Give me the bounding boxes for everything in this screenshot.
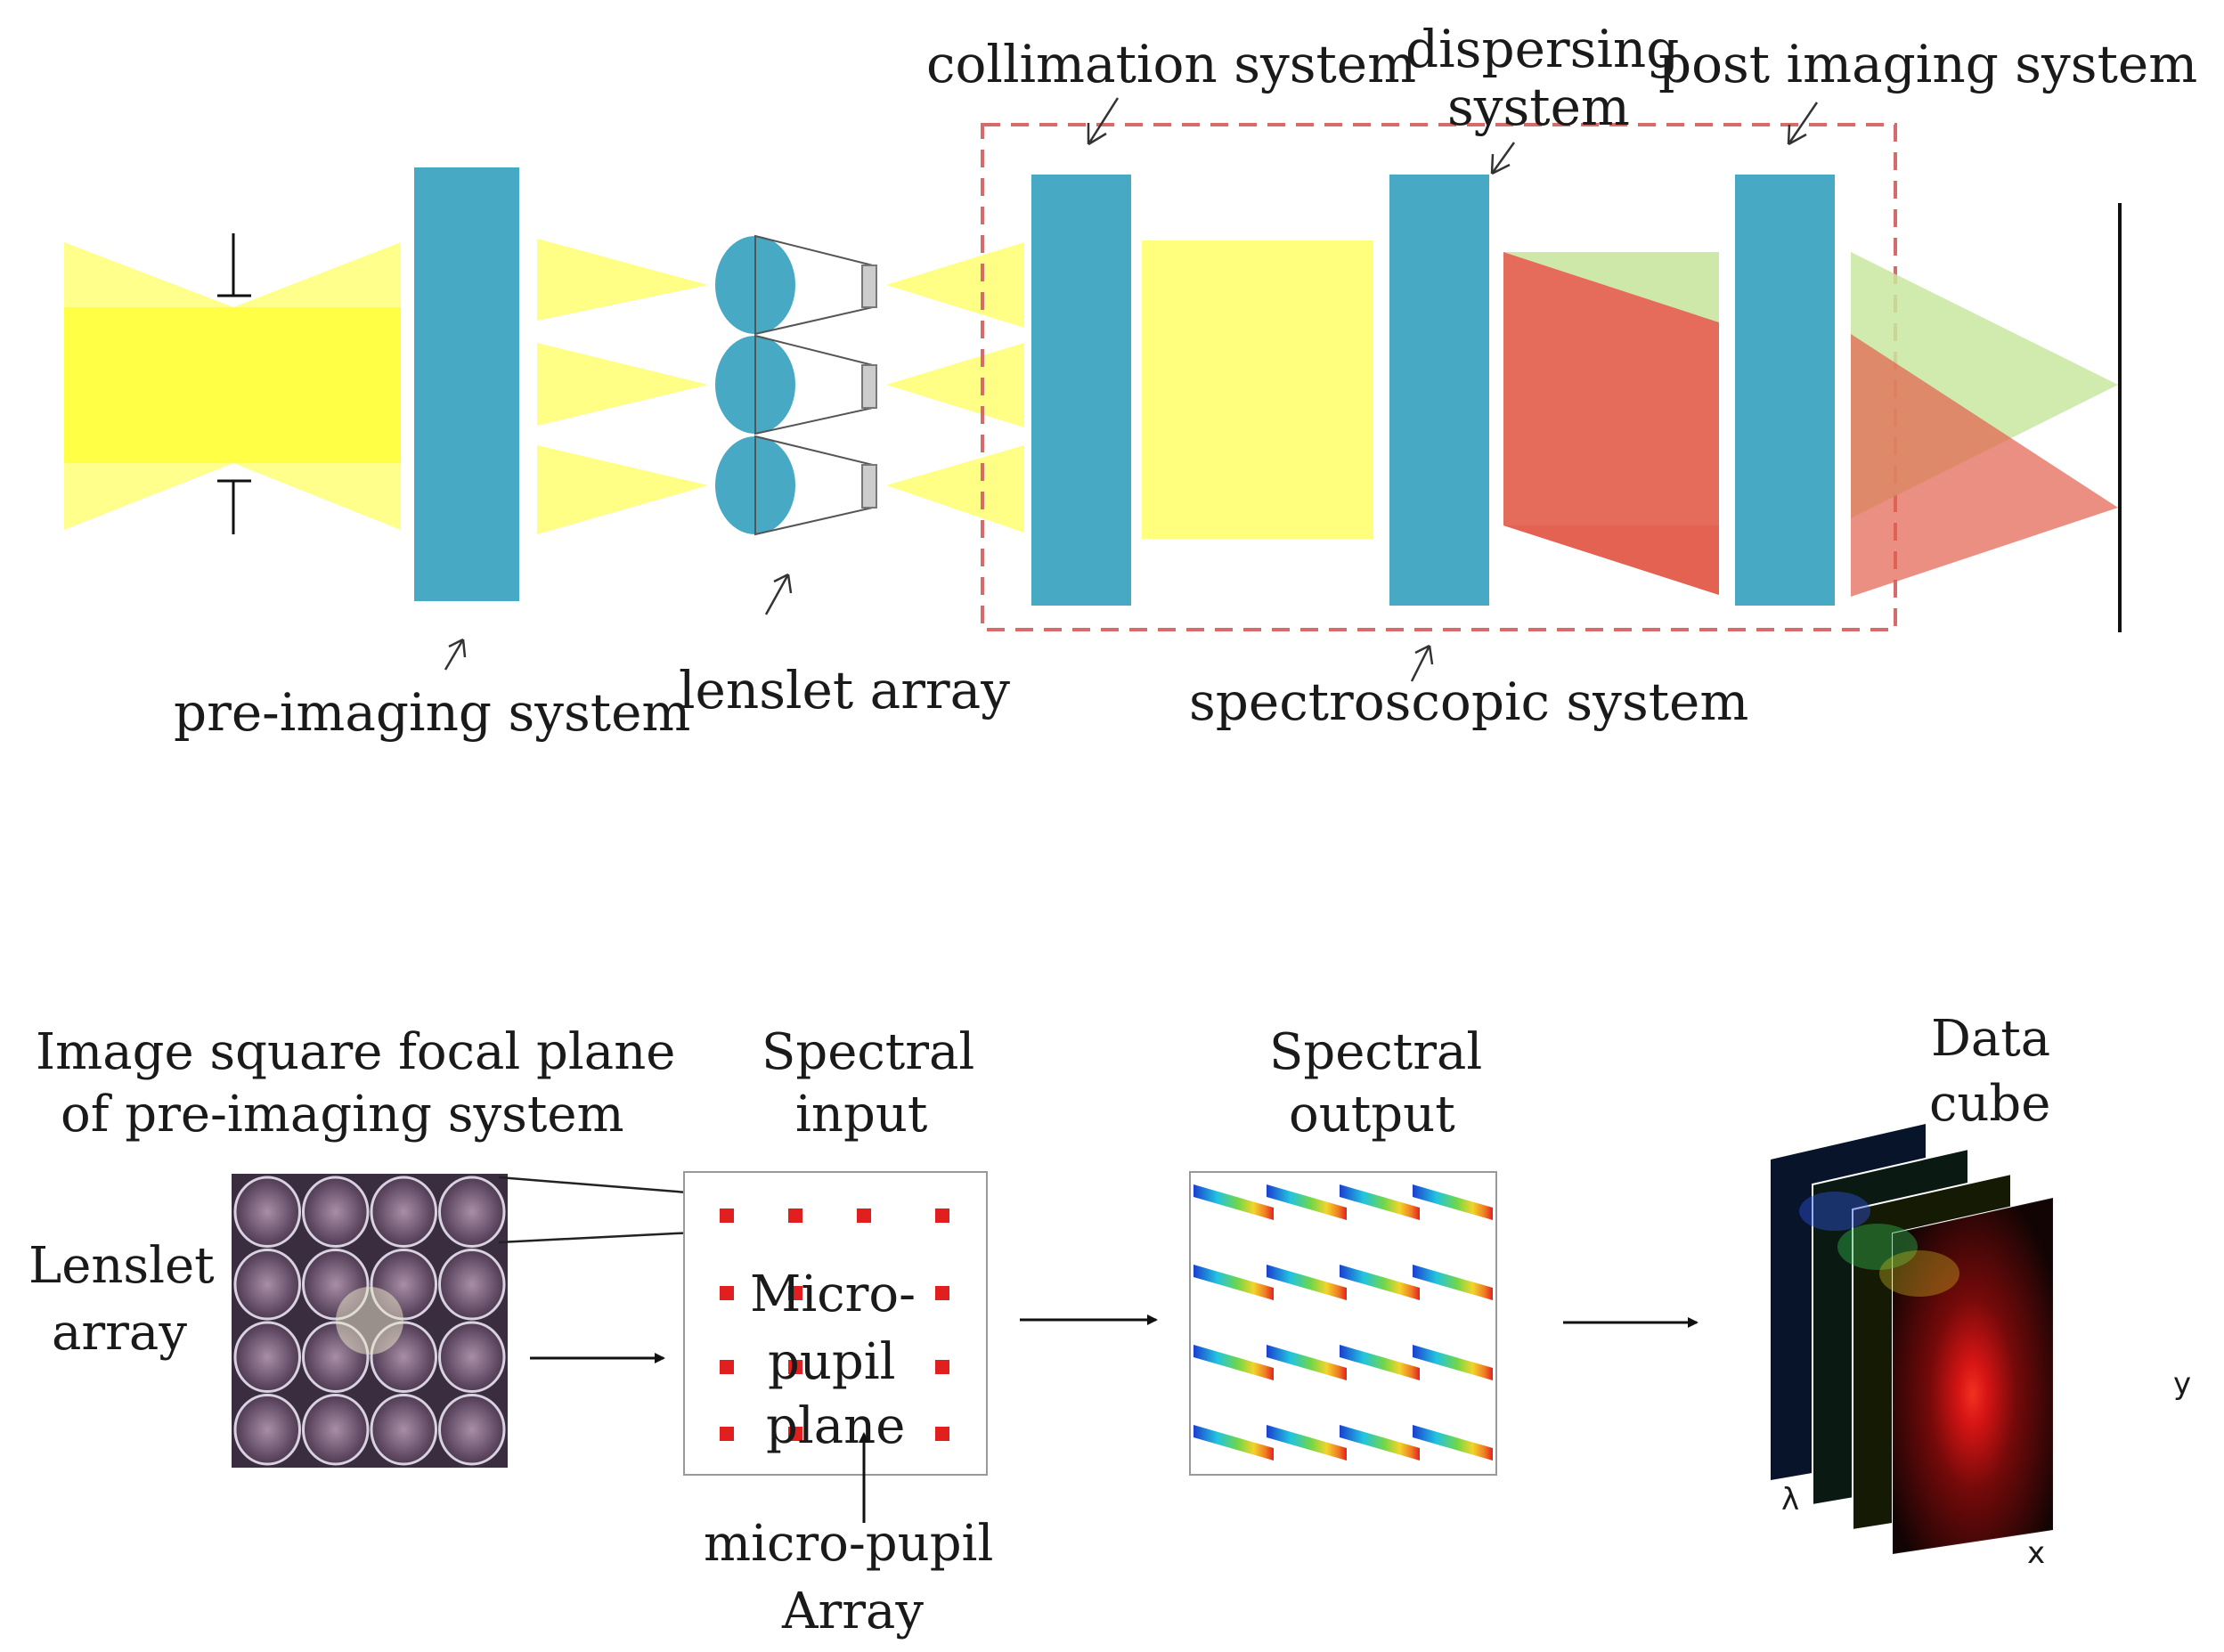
dispersed-beams [1503, 252, 1719, 595]
collimation-block [1031, 175, 1131, 606]
post-imaging-block [1735, 175, 1835, 606]
label-plane: plane [766, 1397, 905, 1455]
data-cube-image [1771, 1124, 2054, 1556]
lenslet-cell [438, 1176, 506, 1248]
pointer-arrows-top [444, 97, 1819, 682]
spectrum-stripe [1413, 1265, 1493, 1300]
axis-label-y: y [2173, 1366, 2191, 1402]
spectrum-stripe [1340, 1345, 1420, 1380]
label-focal-plane-1: Image square focal plane [36, 1023, 675, 1081]
lenslet-cell [438, 1249, 506, 1321]
label-micro: Micro- [750, 1265, 916, 1323]
axis-label-x: x [2027, 1535, 2045, 1571]
label-data-cube-2: cube [1929, 1075, 2050, 1133]
micro-pupil-dots [720, 1208, 949, 1441]
label-micro-array-2: Array [781, 1583, 924, 1640]
spectrum-stripe [1413, 1184, 1493, 1220]
lenslet-output-beams [886, 242, 1024, 533]
lenslet-cell [302, 1394, 370, 1466]
lenslet-cell [370, 1394, 437, 1466]
label-spectroscopic: spectroscopic system [1189, 671, 1748, 732]
collimated-beam [1142, 240, 1373, 539]
pre-imaging-block [414, 167, 519, 601]
spectrum-stripe [1267, 1425, 1347, 1461]
lenslet-array-icon [715, 234, 877, 536]
spectrum-stripe [1413, 1425, 1493, 1461]
axis-label-lambda: λ [1781, 1482, 1799, 1518]
spectrum-stripe [1193, 1184, 1274, 1220]
spectral-stripes [1193, 1184, 1493, 1461]
label-spectral-input-2: input [795, 1086, 928, 1143]
input-beam [64, 242, 401, 530]
spectrum-stripe [1193, 1345, 1274, 1380]
dispersing-block [1389, 175, 1489, 606]
label-spectral-output-1: Spectral [1269, 1023, 1482, 1081]
spectrum-stripe [1267, 1345, 1347, 1380]
label-lenslet-2: array [52, 1304, 187, 1362]
spectrum-stripe [1193, 1265, 1274, 1300]
label-spectral-input-1: Spectral [762, 1023, 974, 1081]
label-focal-plane-2: of pre-imaging system [61, 1086, 624, 1143]
lenslet-grid-image [232, 1174, 508, 1468]
label-micro-array-1: micro-pupil [704, 1515, 993, 1573]
label-pupil: pupil [768, 1333, 896, 1391]
spectrum-stripe [1413, 1345, 1493, 1380]
lenslet-cell [233, 1321, 301, 1393]
label-post-imaging: post imaging system [1658, 34, 2197, 94]
spectroscopic-system-frame [981, 123, 1897, 631]
lenslet-cell [233, 1394, 301, 1466]
spectrum-stripe [1340, 1425, 1420, 1461]
spectrum-stripe [1267, 1184, 1347, 1220]
lenslet-cell [233, 1249, 301, 1321]
label-lenslet-array: lenslet array [679, 660, 1010, 720]
spectrum-stripe [1340, 1265, 1420, 1300]
spectrum-stripe [1267, 1265, 1347, 1300]
label-data-cube-1: Data [1931, 1010, 2050, 1068]
lenslet-cell [302, 1176, 370, 1248]
lenslet-cell [438, 1321, 506, 1393]
spectrum-stripe [1340, 1184, 1420, 1220]
pre-imaging-output-beams [537, 239, 708, 534]
label-pre-imaging: pre-imaging system [174, 682, 690, 743]
label-spectral-output-2: output [1289, 1086, 1455, 1143]
label-dispersing-2: system [1447, 77, 1630, 137]
lenslet-cell [370, 1176, 437, 1248]
focused-beams [1851, 252, 2118, 597]
label-collimation: collimation system [926, 34, 1416, 94]
aperture-stop-icon [217, 233, 251, 534]
lenslet-cell [438, 1394, 506, 1466]
label-dispersing-1: dispersing [1405, 19, 1679, 79]
label-lenslet-1: Lenslet [29, 1237, 215, 1295]
spectral-output-panel [1189, 1171, 1497, 1476]
spectrum-stripe [1193, 1425, 1274, 1461]
lenslet-cell [233, 1176, 301, 1248]
